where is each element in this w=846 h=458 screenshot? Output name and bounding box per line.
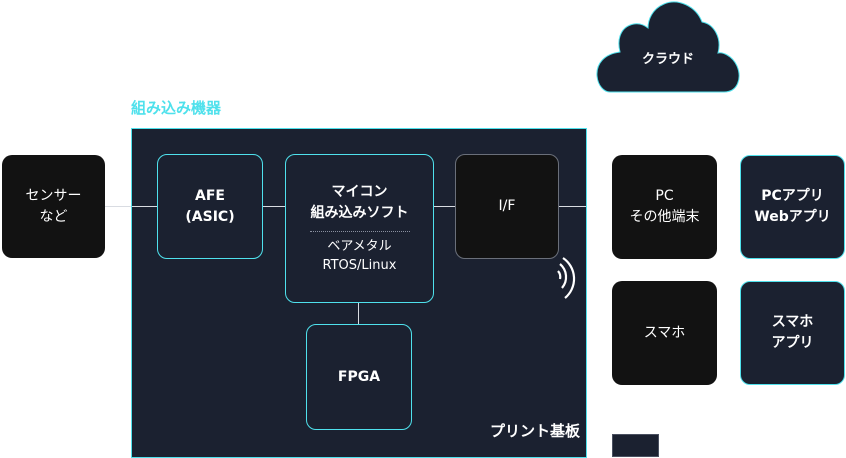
mcu-divider [309,231,410,232]
pc-line1: PC [655,188,674,204]
mcu-sub2: RTOS/Linux [322,258,397,273]
afe-box: AFE (ASIC) [157,154,263,259]
pc-line2: その他端末 [629,209,700,225]
board-mcu-if-connector [433,206,456,207]
cloud-label: クラウド [641,51,694,67]
smartphone-label: スマホ [643,324,686,341]
legend-swatch [612,434,659,457]
mcu-fpga-connector [358,302,359,325]
pc-app-box: PCアプリ Webアプリ [740,155,845,259]
board-afe-mcu-connector [262,206,286,207]
smartphone-box: スマホ [612,281,717,385]
pc-box: PC その他端末 [612,155,717,259]
afe-line2: (ASIC) [185,208,235,225]
pc-app-line1: PCアプリ [761,188,824,204]
smartphone-app-line1: スマホ [771,314,814,330]
mcu-sub1: ベアメタル [327,239,392,254]
pc-app-line2: Webアプリ [754,209,831,225]
device-label: 組み込み機器 [131,99,222,117]
wireless-signal-icon [557,257,576,299]
interface-label: I/F [498,198,516,214]
cloud-shape [596,1,740,93]
sensor-line2: など [39,208,68,225]
mcu-box: マイコン 組み込みソフト ベアメタル RTOS/Linux [285,154,434,303]
sensor-line1: センサー [25,187,82,204]
mcu-line1: マイコン [331,184,388,200]
fpga-box: FPGA [306,324,412,430]
mcu-line2: 組み込みソフト [310,205,409,221]
interface-box: I/F [455,154,559,259]
smartphone-app-box: スマホ アプリ [740,281,845,385]
board-left-connector [132,206,158,207]
smartphone-app-line2: アプリ [771,335,814,351]
sensor-box: センサー など [2,155,105,258]
fpga-label: FPGA [337,368,381,385]
board-if-right-connector [558,206,586,207]
afe-line1: AFE [195,187,225,204]
board-label: プリント基板 [489,422,580,440]
